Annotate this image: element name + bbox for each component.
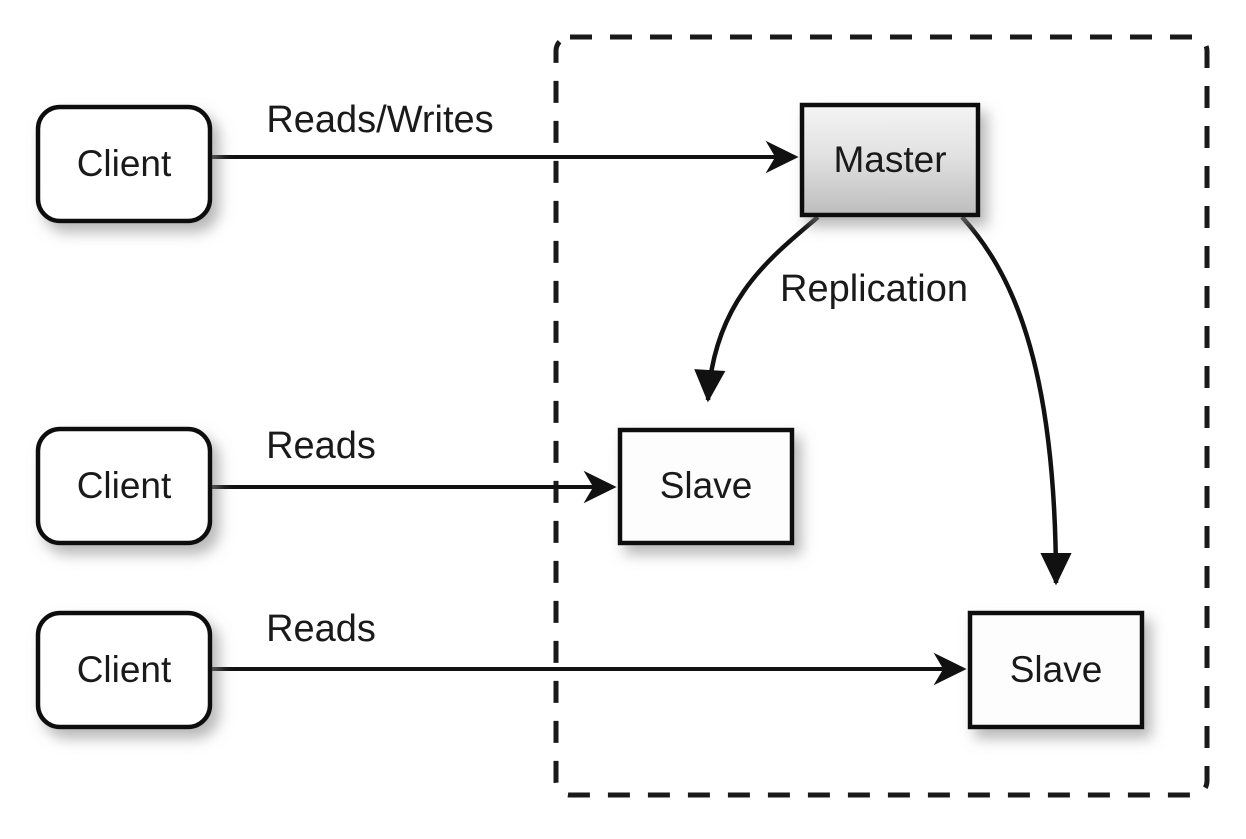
- edge-label-reads-slave2: Reads: [266, 608, 376, 650]
- node-master[interactable]: Master: [799, 102, 981, 218]
- node-slave-1[interactable]: Slave: [617, 427, 795, 546]
- edge-label-reads-writes: Reads/Writes: [266, 99, 493, 141]
- slave-2-box[interactable]: [967, 610, 1145, 730]
- node-client-3[interactable]: Client: [35, 610, 213, 730]
- master-box[interactable]: [799, 102, 981, 218]
- edge-label-replication: Replication: [780, 268, 968, 310]
- node-slave-2[interactable]: Slave: [967, 610, 1145, 730]
- slave-1-box[interactable]: [617, 427, 795, 546]
- client-2-box[interactable]: [35, 426, 213, 546]
- client-3-box[interactable]: [35, 610, 213, 730]
- node-client-2[interactable]: Client: [35, 426, 213, 546]
- database-cluster-boundary: [553, 34, 1210, 798]
- edge-label-reads-slave1: Reads: [266, 425, 376, 467]
- client-3-label: Client: [77, 649, 172, 690]
- client-2-label: Client: [77, 465, 172, 506]
- client-1-box[interactable]: [35, 104, 213, 224]
- edge-master-to-slave1-replication: [694, 215, 820, 403]
- master-label: Master: [833, 139, 946, 180]
- client-1-label: Client: [77, 143, 172, 184]
- slave-1-label: Slave: [660, 465, 753, 506]
- node-client-1[interactable]: Client: [35, 104, 213, 224]
- slave-2-label: Slave: [1010, 649, 1103, 690]
- edge-master-to-slave2-replication: [960, 215, 1072, 586]
